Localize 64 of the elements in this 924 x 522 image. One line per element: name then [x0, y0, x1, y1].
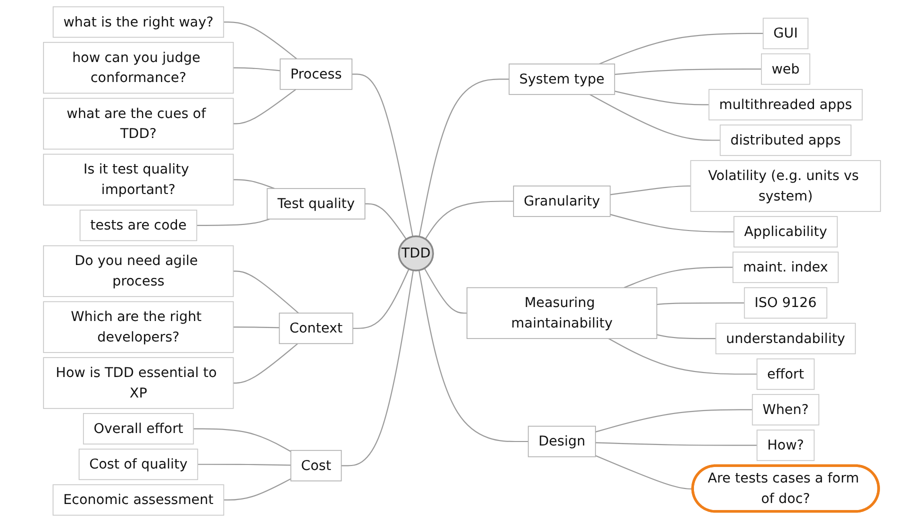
- connector: [598, 32, 764, 64]
- node-box: how can you judge conformance?: [43, 42, 234, 94]
- connector: [233, 343, 298, 384]
- node-box: System type: [508, 64, 616, 95]
- node-box: distributed apps: [720, 124, 852, 156]
- node-box: Test quality: [266, 188, 366, 220]
- node-box: When?: [752, 394, 820, 426]
- node-box: Overall effort: [82, 413, 194, 444]
- node-box: Cost: [290, 450, 342, 482]
- node-box: Do you need agile process: [43, 245, 234, 298]
- node-box: maint. index: [732, 252, 839, 284]
- node-box: tests are code: [80, 210, 198, 242]
- node-box: effort: [756, 358, 815, 390]
- connector: [233, 67, 280, 72]
- node-box: Which are the right developers?: [43, 301, 234, 353]
- connector: [224, 478, 292, 501]
- connector: [233, 179, 275, 190]
- connector: [364, 203, 407, 240]
- connector: [614, 90, 709, 106]
- connector: [595, 442, 758, 446]
- node-box: what are the cues of TDD?: [43, 98, 234, 150]
- node-box: what is the right way?: [52, 6, 224, 38]
- connector: [233, 326, 280, 328]
- connector: [608, 338, 757, 375]
- node-box: Cost of quality: [78, 448, 198, 480]
- connector: [614, 68, 762, 75]
- connector: [352, 268, 410, 329]
- connector: [595, 455, 694, 490]
- connector: [424, 268, 467, 314]
- connector: [196, 218, 270, 226]
- node-box: Granularity: [513, 186, 611, 217]
- connector: [595, 409, 752, 432]
- node-box: ISO 9126: [744, 287, 828, 319]
- node-box: Context: [278, 312, 354, 344]
- node-box: Design: [528, 426, 596, 458]
- node-box: Volatility (e.g. units vs system): [690, 160, 881, 212]
- node-box: multithreaded apps: [708, 88, 863, 120]
- connector: [352, 74, 414, 237]
- node-box: Applicability: [734, 216, 838, 248]
- node-box: understandability: [715, 322, 856, 354]
- node-box: How is TDD essential to XP: [43, 357, 234, 409]
- node-box: How?: [756, 430, 815, 461]
- node-box: Process: [280, 58, 352, 90]
- node-box: Is it test quality important?: [43, 154, 234, 206]
- node-box: Economic assessment: [52, 484, 224, 516]
- node-box: web: [760, 53, 810, 85]
- connector: [418, 78, 510, 237]
- connector: [424, 200, 514, 240]
- connector: [418, 270, 528, 442]
- connector: [590, 94, 720, 141]
- connector: [233, 88, 296, 124]
- connector: [656, 334, 716, 340]
- node-box: Measuring maintainability: [466, 287, 658, 339]
- connector: [224, 21, 298, 60]
- connector: [198, 464, 291, 466]
- connector: [656, 302, 744, 306]
- node-circle: TDD: [398, 235, 434, 272]
- connector: [193, 428, 292, 452]
- node-box: GUI: [762, 18, 808, 50]
- connector: [610, 185, 691, 196]
- connector: [624, 266, 733, 288]
- connector: [233, 270, 299, 314]
- connector: [341, 270, 414, 466]
- connector: [610, 214, 734, 232]
